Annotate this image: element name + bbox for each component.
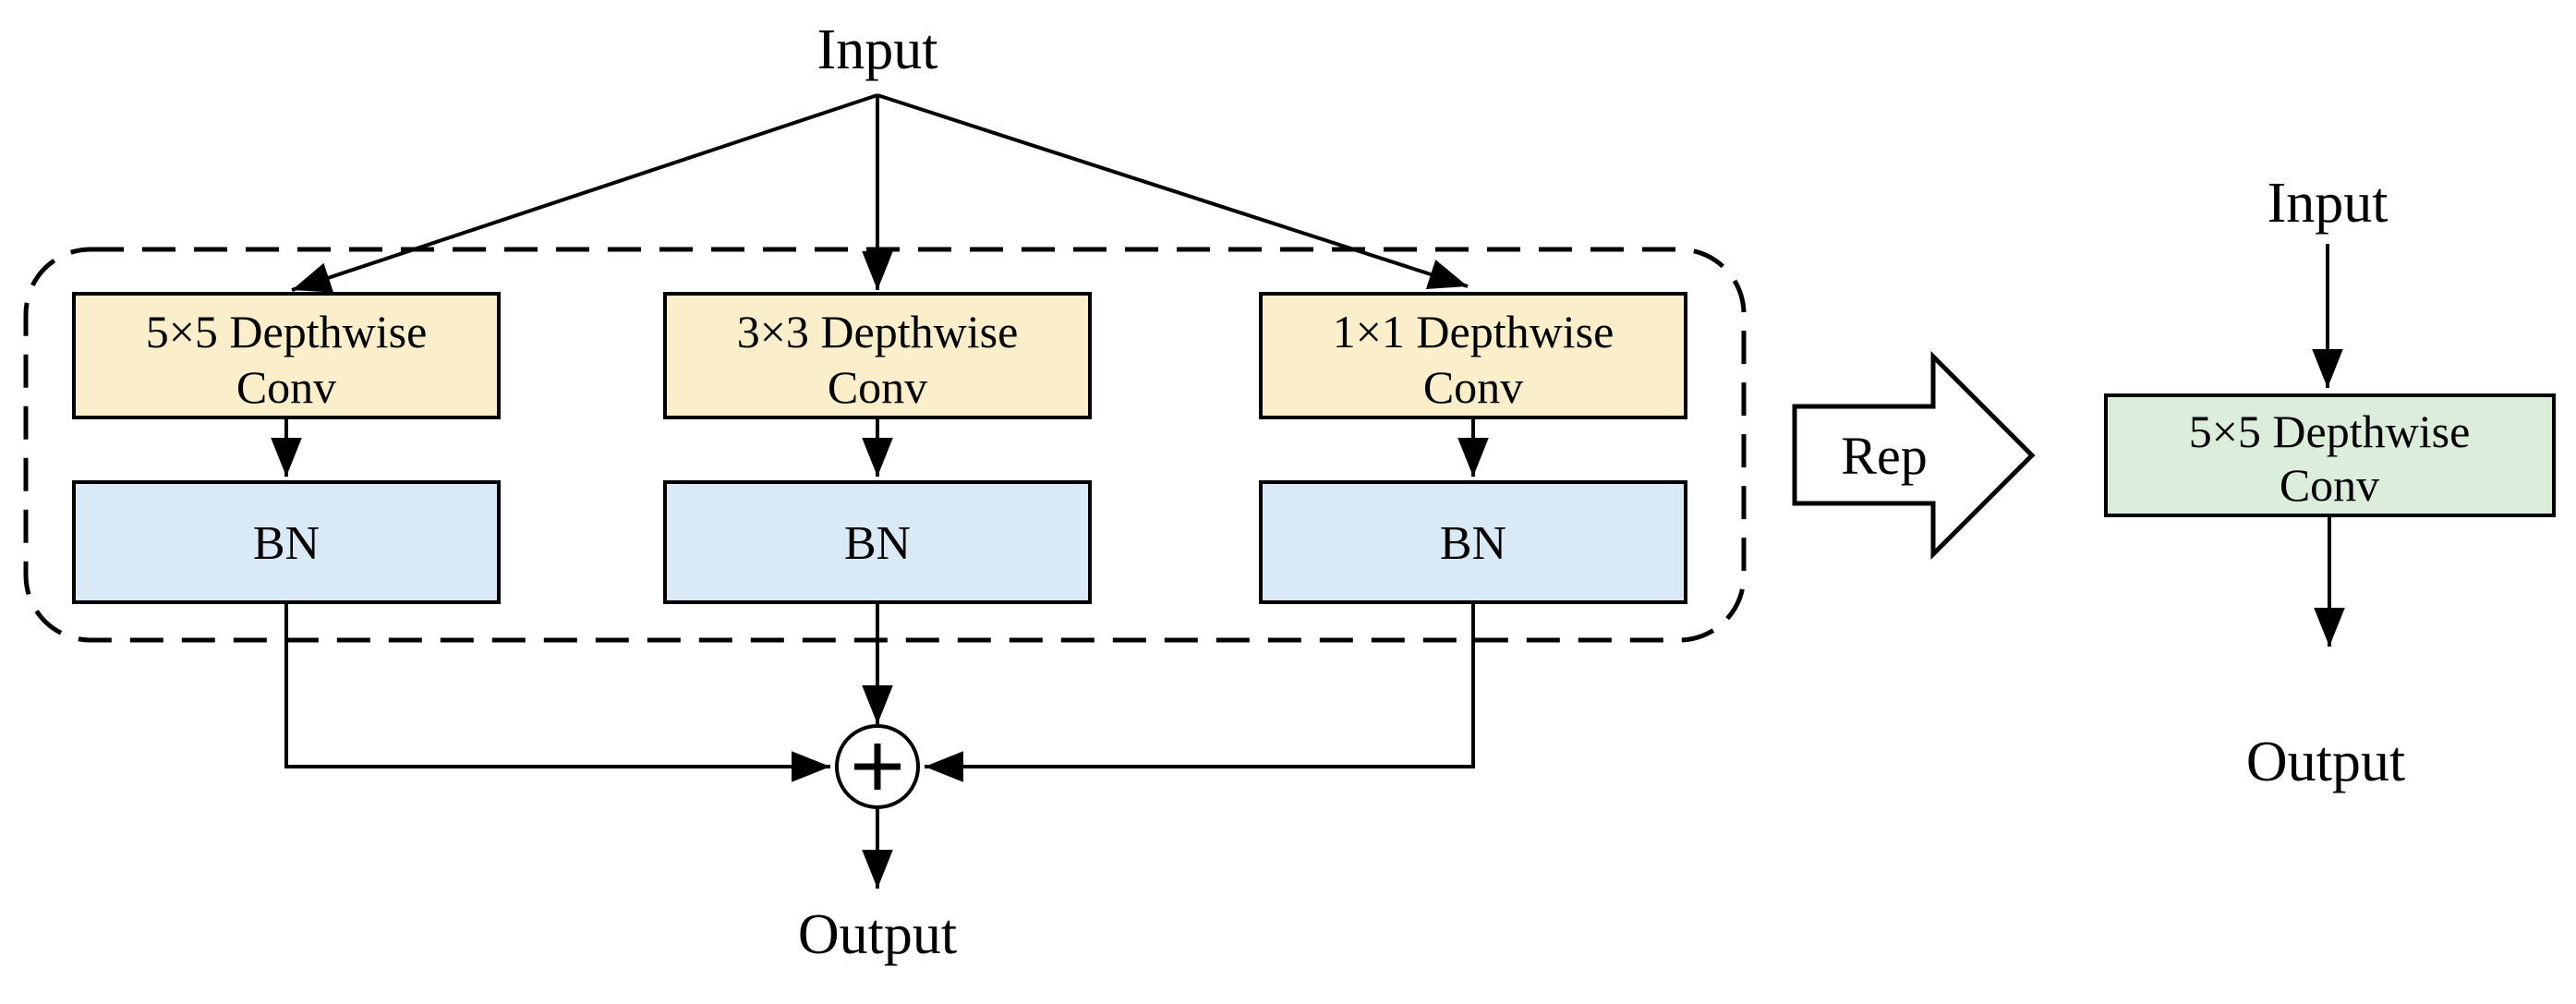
conv5x5-label-line2: Conv	[236, 361, 336, 413]
right-output-label: Output	[2246, 731, 2405, 793]
conv3x3-label-line1: 3×3 Depthwise	[737, 306, 1019, 357]
multi-branch-block: Input 5×5 Depthwise Conv BN 3×3 Depthwis…	[23, 18, 1747, 966]
conv5x5-box	[72, 292, 501, 419]
plus-glyph	[854, 744, 901, 790]
conv1x1-label-line2: Conv	[1423, 361, 1523, 413]
input-to-conv5x5-arrow	[291, 93, 878, 293]
bn1-to-sum-elbow-arrow	[284, 602, 830, 782]
branch-1x1: 1×1 Depthwise Conv BN	[1259, 292, 1687, 604]
bn2-label: BN	[844, 517, 911, 570]
rep-block-arrow-shape	[1792, 350, 2036, 561]
bn3-label: BN	[1440, 517, 1506, 570]
bn1-box	[72, 480, 501, 604]
conv5x5-label-line1: 5×5 Depthwise	[146, 306, 428, 357]
input-to-conv1x1-arrow	[877, 93, 1469, 290]
conv3x3-label-line2: Conv	[828, 361, 927, 413]
conv1x1-label-line1: 1×1 Depthwise	[1333, 306, 1615, 357]
bn3-box	[1259, 480, 1687, 604]
fused-conv5x5-label-line1: 5×5 Depthwise	[2189, 405, 2471, 457]
circle-plus-icon	[835, 724, 920, 809]
fused-conv5x5-box	[2104, 393, 2556, 517]
conv1x1-box	[1259, 292, 1687, 419]
fused-conv5x5-label-line2: Conv	[2280, 459, 2379, 511]
conv3x3-box	[663, 292, 1092, 419]
bn2-box	[663, 480, 1092, 604]
bn1-label: BN	[253, 517, 320, 570]
right-input-label: Input	[2268, 172, 2389, 235]
branch-3x3: 3×3 Depthwise Conv BN	[663, 292, 1092, 604]
reparam-dashed-border	[23, 247, 1747, 643]
bn3-to-sum-elbow-arrow	[925, 602, 1475, 782]
rep-label: Rep	[1841, 426, 1927, 486]
left-output-label: Output	[798, 903, 957, 966]
left-input-label: Input	[817, 18, 938, 81]
rep-transform-arrow: Rep	[1792, 350, 2036, 561]
fused-block: Input 5×5 Depthwise Conv Output	[2104, 172, 2556, 793]
branch-5x5: 5×5 Depthwise Conv BN	[72, 292, 501, 604]
